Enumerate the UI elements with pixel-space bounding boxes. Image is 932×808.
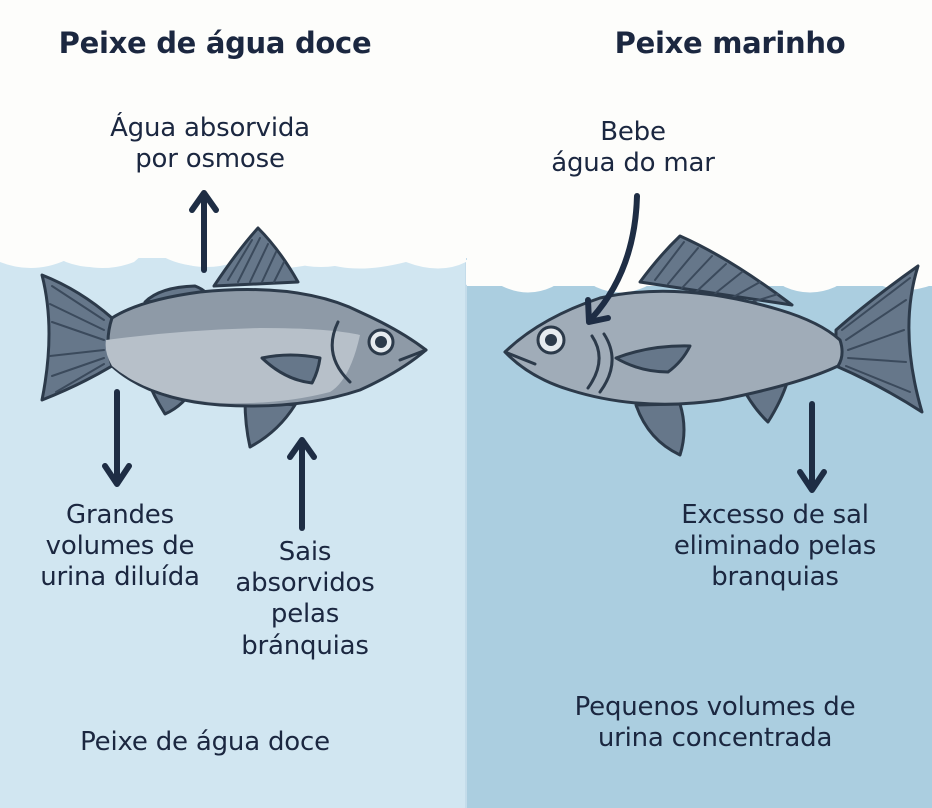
water-absorbed-label: Água absorvida por osmose — [110, 113, 310, 175]
freshwater-footer-label: Peixe de água doce — [80, 727, 330, 757]
panel-divider — [465, 258, 467, 808]
freshwater-arrows — [102, 190, 317, 531]
dilute-urine-label: Grandes volumes de urina diluída — [40, 500, 200, 593]
arrow-down-icon — [797, 401, 827, 493]
salts-absorbed-label: Sais absorvidos pelas bránquias — [235, 537, 375, 661]
freshwater-fish — [40, 226, 428, 449]
drinks-seawater-label: Bebe água do mar — [551, 117, 715, 179]
arrow-up-icon — [287, 437, 317, 531]
marine-arrows — [585, 193, 827, 493]
freshwater-waves — [0, 240, 466, 269]
freshwater-title: Peixe de água doce — [58, 26, 372, 60]
curved-arrow-down-icon — [585, 193, 640, 325]
dorsal-fin — [212, 226, 300, 288]
marine-title: Peixe marinho — [614, 26, 846, 60]
salt-excretion-label: Excesso de sal eliminado pelas branquias — [673, 500, 877, 593]
arrow-up-icon — [189, 190, 219, 273]
arrow-down-icon — [102, 389, 132, 487]
dorsal-fin — [638, 234, 794, 307]
tail-fin — [40, 273, 114, 402]
marine-footer-label: Pequenos volumes de urina concentrada — [574, 692, 856, 754]
